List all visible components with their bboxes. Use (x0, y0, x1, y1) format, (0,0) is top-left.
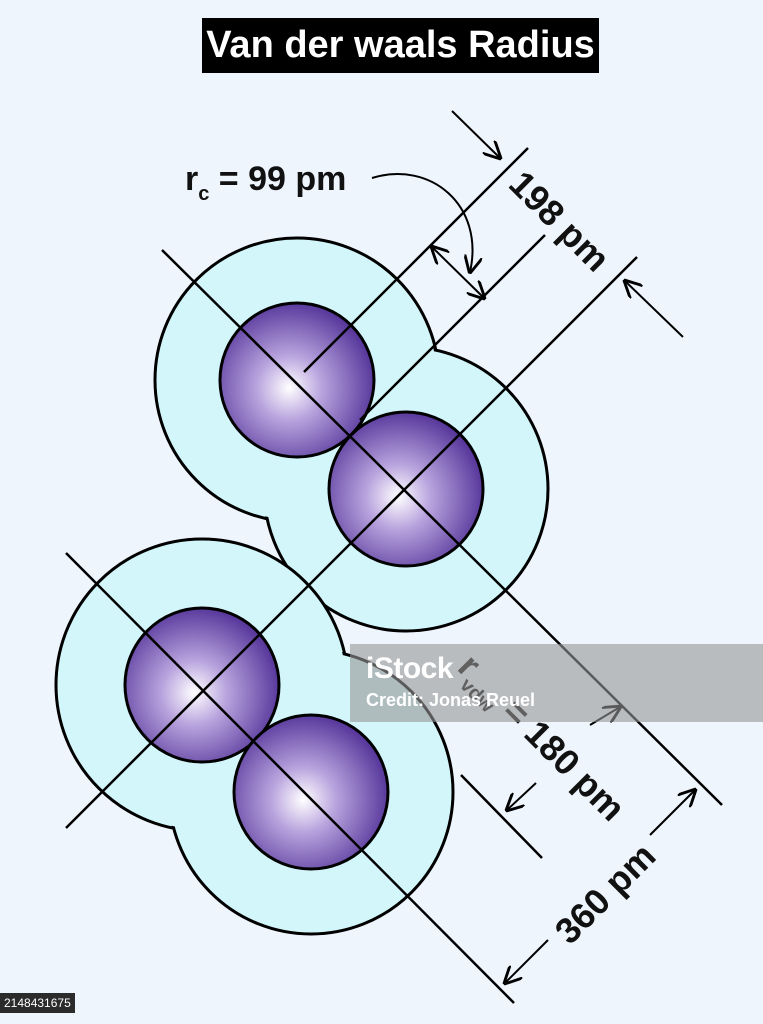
watermark-credit: Credit: Jonas Reuel (366, 690, 536, 710)
watermark-banner: iStock Credit: Jonas Reuel (350, 644, 763, 722)
vdw-boundary-tick (460, 774, 543, 859)
rvdw-arrow-lower (507, 782, 537, 810)
vdw-distance-label: 360 pm (547, 835, 664, 952)
rc-label: rc = 99 pm (185, 160, 346, 205)
image-id-badge: 2148431675 (0, 993, 75, 1013)
covalent-arrow-bottom (625, 281, 684, 338)
atom-core-4 (232, 713, 390, 871)
atom-core-3 (123, 606, 281, 764)
covalent-middle-line (359, 234, 546, 421)
upper-atom-center-line (303, 147, 529, 373)
covalent-arrow-top (451, 110, 500, 158)
rc-arrow (432, 247, 484, 298)
lower-bond-axis-line (65, 552, 515, 1004)
page-title: Van der waals Radius (202, 18, 599, 73)
vdw-arrow-lower (505, 939, 549, 983)
shared-center-line (65, 256, 638, 829)
watermark-logo: iStock (366, 652, 454, 685)
rc-callout-curve (371, 173, 473, 272)
vdw-arrow-upper (649, 790, 695, 836)
